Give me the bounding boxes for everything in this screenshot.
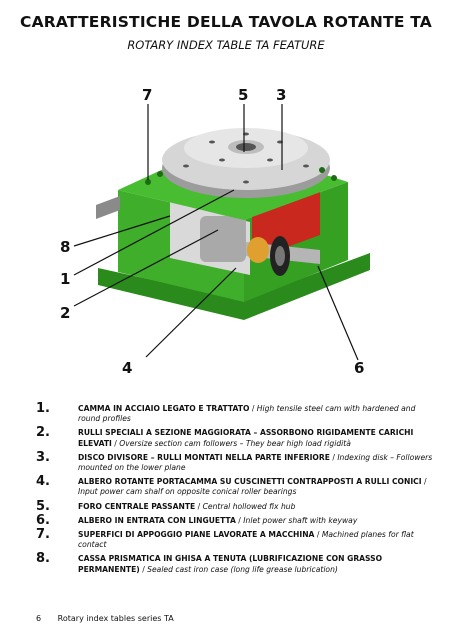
feature-number: 3.: [36, 449, 50, 465]
feature-item: 2. RULLI SPECIALI A SEZIONE MAGGIORATA –…: [36, 425, 436, 448]
feature-text-en: Indexing disk – Followers mounted on the…: [78, 452, 433, 473]
page-number: 6: [36, 614, 42, 623]
feature-separator: /: [139, 564, 148, 574]
feature-text-it: DISCO DIVISORE – RULLI MONTATI NELLA PAR…: [78, 452, 330, 462]
input-shaft-left: [96, 196, 120, 219]
feature-text-it: FORO CENTRALE PASSANTE: [78, 501, 196, 511]
feature-text-en: Machined planes for flat contact: [78, 530, 414, 550]
feature-item: 4. ALBERO ROTANTE PORTACAMMA SU CUSCINET…: [36, 474, 436, 497]
feature-item: 7. SUPERFICI DI APPOGGIO PIANE LAVORATE …: [36, 527, 436, 550]
callout-1: 1: [60, 270, 70, 288]
feature-separator: /: [421, 477, 427, 487]
feature-item: 5. FORO CENTRALE PASSANTE / Central holl…: [36, 498, 436, 514]
feature-text-it: ALBERO IN ENTRATA CON LINGUETTA: [78, 515, 236, 525]
feature-number: 5.: [36, 498, 50, 514]
features-list: 1. CAMMA IN ACCIAIO LEGATO E TRATTATO / …: [36, 401, 436, 579]
feature-item: 1. CAMMA IN ACCIAIO LEGATO E TRATTATO / …: [36, 401, 436, 424]
callout-4: 4: [122, 359, 132, 377]
page-footer: 6 Rotary index tables series TA: [36, 614, 174, 623]
feature-number: 6.: [36, 512, 50, 528]
bearing-inner: [275, 246, 285, 266]
feature-number: 8.: [36, 551, 50, 567]
feature-text-it: CAMMA IN ACCIAIO LEGATO E TRATTATO: [78, 404, 250, 413]
rotary-table-illustration: 7 5 3 8 1 2 4 6: [0, 70, 452, 400]
page-subtitle: ROTARY INDEX TABLE TA FEATURE: [127, 38, 325, 52]
feature-text-en: Input power cam shalf on opposite conica…: [78, 487, 297, 497]
callout-2: 2: [60, 304, 70, 322]
feature-text-en: Central hollowed fix hub: [202, 501, 296, 511]
callout-3: 3: [276, 86, 286, 104]
cam-body: [200, 216, 246, 262]
feature-number: 1.: [36, 401, 50, 416]
page-title: CARATTERISTICHE DELLA TAVOLA ROTANTE TA: [20, 13, 432, 31]
feature-number: 4.: [36, 474, 50, 490]
feature-item: 6. ALBERO IN ENTRATA CON LINGUETTA / Inl…: [36, 512, 436, 528]
feature-item: 8. CASSA PRISMATICA IN GHISA A TENUTA (L…: [36, 551, 436, 574]
feature-text-it: RULLI SPECIALI A SEZIONE MAGGIORATA – AS…: [78, 428, 414, 448]
feature-separator: /: [249, 404, 257, 413]
callout-8: 8: [60, 238, 70, 256]
feature-number: 2.: [36, 425, 50, 441]
callout-5: 5: [238, 86, 248, 104]
feature-item: 3. DISCO DIVISORE – RULLI MONTATI NELLA …: [36, 449, 436, 473]
feature-separator: /: [235, 515, 244, 525]
central-hole: [236, 143, 256, 151]
feature-separator: /: [195, 501, 203, 511]
shaft-collar: [247, 237, 269, 263]
feature-text-en: Oversize section cam followers – They be…: [119, 438, 351, 448]
feature-text-it: ALBERO ROTANTE PORTACAMMA SU CUSCINETTI …: [78, 477, 422, 487]
feature-separator: /: [329, 452, 338, 462]
callout-7: 7: [142, 86, 152, 104]
base-plate: [98, 253, 370, 320]
leader-lines: [73, 104, 359, 361]
feature-number: 7.: [36, 527, 50, 543]
feature-text-it: SUPERFICI DI APPOGGIO PIANE LAVORATE A M…: [78, 530, 315, 540]
feature-text-en: Sealed cast iron case (long life grease …: [147, 564, 338, 574]
callout-6: 6: [354, 359, 364, 377]
footer-text: Rotary index tables series TA: [57, 614, 174, 623]
feature-text-en: Inlet power shaft with keyway: [243, 515, 358, 525]
plane-bolts: [145, 167, 337, 185]
feature-text-en: High tensile steel cam with hardened and…: [78, 404, 416, 424]
feature-separator: /: [111, 438, 120, 448]
feature-text-it: CASSA PRISMATICA IN GHISA A TENUTA (LUBR…: [78, 554, 383, 574]
feature-separator: /: [314, 530, 322, 540]
